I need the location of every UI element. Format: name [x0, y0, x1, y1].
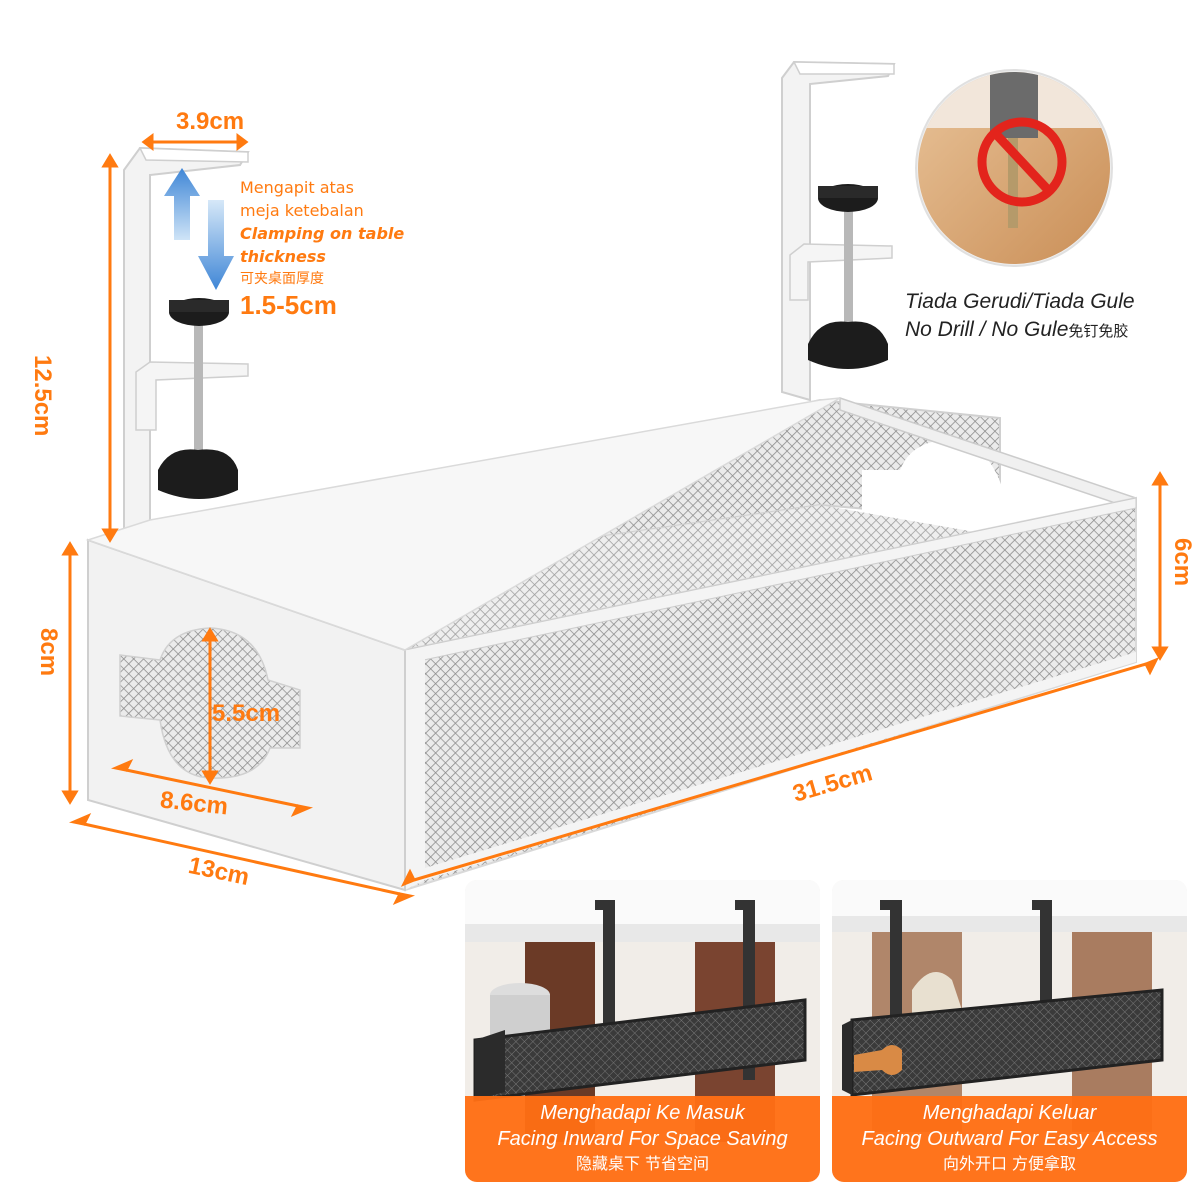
box-height-front-label: 8cm — [35, 628, 62, 677]
inward-caption: Menghadapi Ke Masuk Facing Inward For Sp… — [465, 1096, 820, 1182]
clamp-height-label: 12.5cm — [29, 355, 56, 437]
right-clamp — [781, 60, 896, 402]
thickness-arrow — [164, 168, 234, 290]
clamp-note-line1: Mengapit atas — [240, 178, 354, 197]
no-drill-line1: Tiada Gerudi/Tiada Gule — [905, 290, 1135, 313]
box-height-side-label: 6cm — [1169, 538, 1196, 587]
outward-caption-en: Facing Outward For Easy Access — [861, 1128, 1158, 1150]
clamp-range-label: 1.5-5cm — [240, 290, 337, 320]
inward-caption-ms: Menghadapi Ke Masuk — [540, 1102, 745, 1124]
outward-caption-ms: Menghadapi Keluar — [922, 1102, 1097, 1124]
clamp-note-line5: 可夹桌面厚度 — [240, 271, 324, 287]
inward-photo: Menghadapi Ke Masuk Facing Inward For Sp… — [465, 880, 820, 1182]
clamp-note-line3: Clamping on table — [240, 224, 405, 243]
outward-photo: Menghadapi Keluar Facing Outward For Eas… — [832, 880, 1187, 1182]
hole-height-label: 5.5cm — [212, 700, 281, 727]
no-drill-illustration — [915, 69, 1113, 267]
inward-caption-en: Facing Inward For Space Saving — [497, 1128, 788, 1150]
no-drill-line2-cn: 免钉免胶 — [1068, 323, 1129, 340]
clamp-note: Mengapit atas meja ketebalan Clamping on… — [240, 176, 404, 291]
left-clamp — [123, 146, 250, 541]
clamp-width-label: 3.9cm — [176, 108, 245, 135]
inward-caption-cn: 隐藏桌下 节省空间 — [575, 1154, 710, 1173]
no-drill-text: Tiada Gerudi/Tiada Gule No Drill / No Gu… — [905, 288, 1135, 346]
clamp-note-line2: meja ketebalan — [240, 201, 364, 220]
outward-caption-cn: 向外开口 方便拿取 — [942, 1154, 1077, 1173]
outward-caption: Menghadapi Keluar Facing Outward For Eas… — [832, 1096, 1187, 1182]
dimension-lines — [61, 133, 1169, 905]
clamp-note-line4: thickness — [240, 247, 326, 266]
no-drill-line2: No Drill / No Gule — [905, 318, 1069, 341]
